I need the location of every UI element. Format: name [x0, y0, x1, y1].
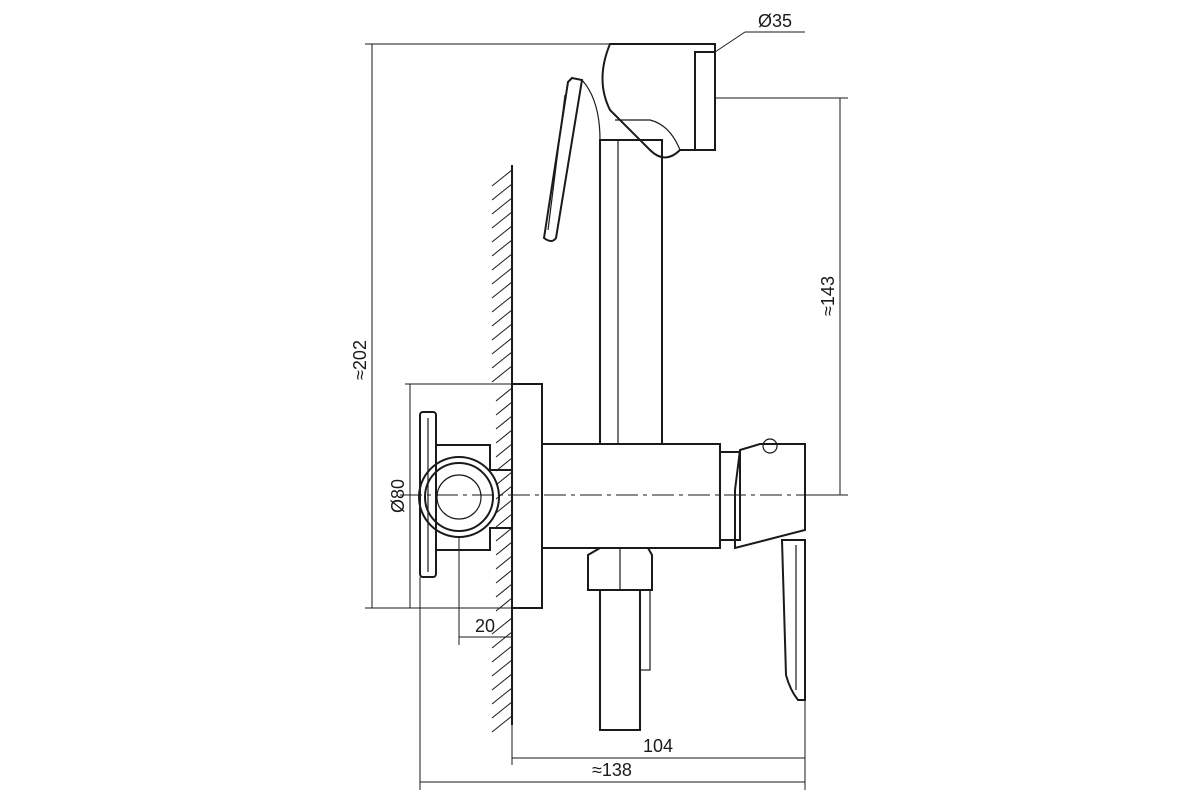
projection-label: 104	[643, 736, 673, 756]
hand-shower	[542, 43, 716, 242]
lever-housing	[734, 443, 806, 550]
hatch-stroke	[491, 715, 513, 733]
lever-handle	[780, 539, 806, 701]
connector-outer-ring	[418, 456, 500, 538]
hatch-stroke	[491, 337, 513, 355]
dimension-total-height: ≈202	[350, 43, 610, 609]
hatch-stroke	[491, 323, 513, 341]
wall-hatching	[491, 169, 513, 733]
hatch-stroke	[495, 555, 513, 570]
hatch-stroke	[491, 225, 513, 243]
hose-outlet	[587, 547, 653, 731]
hatch-stroke	[491, 211, 513, 229]
hatch-stroke	[495, 499, 513, 514]
hatch-stroke	[491, 645, 513, 663]
hatch-stroke	[491, 617, 513, 635]
hatch-stroke	[491, 673, 513, 691]
hatch-stroke	[491, 687, 513, 705]
hatch-stroke	[491, 659, 513, 677]
shower-head-body	[601, 43, 716, 159]
hatch-stroke	[495, 457, 513, 472]
hatch-stroke	[491, 351, 513, 369]
connector-housing	[436, 444, 513, 551]
hatch-stroke	[491, 253, 513, 271]
hatch-stroke	[495, 583, 513, 598]
handle-diameter-label: Ø35	[758, 11, 792, 31]
hatch-stroke	[495, 541, 513, 556]
dimension-handle-diameter: Ø35	[714, 11, 805, 53]
hatch-stroke	[495, 443, 513, 458]
valve-cylinder	[541, 443, 721, 549]
total-height-label: ≈202	[350, 340, 370, 380]
plate-face	[511, 383, 543, 609]
hatch-stroke	[495, 527, 513, 542]
hatch-stroke	[491, 267, 513, 285]
dimension-handle-height: ≈143	[715, 97, 848, 496]
hex-nut	[587, 547, 653, 591]
shower-nozzle	[694, 51, 716, 151]
outlet-pipe	[599, 589, 641, 731]
hatch-stroke	[495, 597, 513, 612]
hatch-stroke	[491, 239, 513, 257]
support-rod	[599, 139, 663, 445]
hatch-stroke	[491, 309, 513, 327]
hatch-stroke	[491, 365, 513, 383]
total-depth-label: ≈138	[592, 760, 632, 780]
hatch-stroke	[491, 701, 513, 719]
hatch-stroke	[495, 569, 513, 584]
dimension-wall-offset: 20	[458, 537, 513, 645]
rod-body	[599, 139, 663, 445]
hatch-stroke	[495, 513, 513, 528]
connector-bore	[436, 474, 482, 520]
front-view-connector	[418, 411, 513, 578]
hatch-stroke	[495, 415, 513, 430]
dimension-plate-diameter: Ø80	[388, 383, 512, 609]
valve-collar	[720, 451, 741, 541]
hatch-stroke	[491, 281, 513, 299]
hatch-stroke	[495, 387, 513, 402]
trigger-lever	[542, 76, 584, 242]
hatch-stroke	[491, 169, 513, 187]
hatch-stroke	[491, 197, 513, 215]
hatch-stroke	[491, 295, 513, 313]
hatch-stroke	[495, 429, 513, 444]
hatch-stroke	[491, 631, 513, 649]
wall-plate	[511, 383, 543, 609]
dimension-total-depth: ≈138	[419, 577, 806, 790]
wall	[491, 165, 513, 733]
wall-offset-label: 20	[475, 616, 495, 636]
hatch-stroke	[495, 401, 513, 416]
dimension-projection: 104	[511, 700, 806, 765]
handle-height-label: ≈143	[818, 276, 838, 316]
plate-diameter-label: Ø80	[388, 479, 408, 513]
hatch-stroke	[495, 471, 513, 486]
valve-body	[541, 438, 806, 701]
hatch-stroke	[491, 183, 513, 201]
